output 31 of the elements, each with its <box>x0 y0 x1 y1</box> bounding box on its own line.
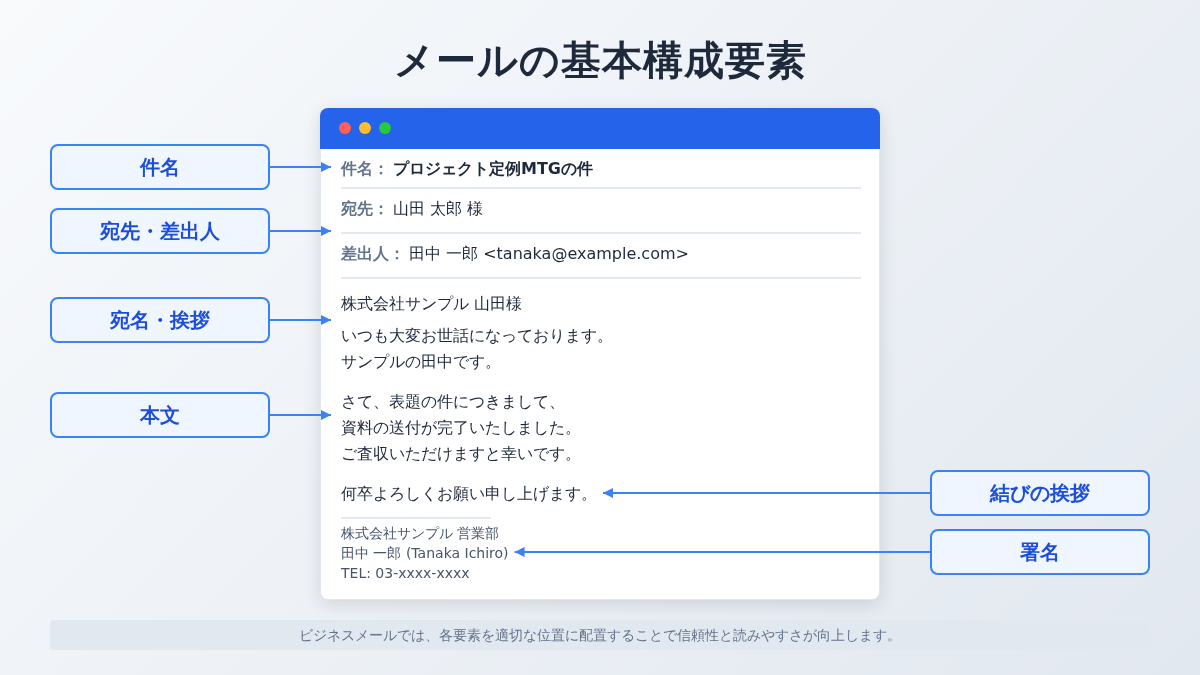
callout-box: 署名 <box>930 529 1150 575</box>
signature-text: 田中 一郎 (Tanaka Ichiro) <box>341 544 509 563</box>
caption-text: ビジネスメールでは、各要素を適切な位置に配置することで信頼性と読みやすさが向上します。 <box>299 626 901 644</box>
diagram-title: メールの基本構成要素 <box>393 36 807 85</box>
callout-box: 本文 <box>50 392 270 438</box>
greeting-text: サンプルの田中です。 <box>341 351 501 373</box>
arrow <box>269 162 332 172</box>
signature-text: TEL: 03-xxxx-xxxx <box>341 564 470 583</box>
arrow <box>602 488 931 498</box>
arrow <box>269 226 332 236</box>
callout-box: 宛先・差出人 <box>50 208 270 254</box>
subject-text: プロジェクト定例MTGの件 <box>393 158 593 180</box>
field-label: 差出人： <box>341 244 405 265</box>
arrow <box>269 315 332 325</box>
closing-text: 何卒よろしくお願い申し上げます。 <box>341 483 597 505</box>
body-text: 資料の送付が完了いたしました。 <box>341 417 581 439</box>
greeting-text: いつも大変お世話になっております。 <box>341 325 613 347</box>
callout-box: 宛名・挨拶 <box>50 297 270 343</box>
body-text: ご査収いただけますと幸いです。 <box>341 443 581 465</box>
body-text: さて、表題の件につきまして、 <box>341 391 565 413</box>
field-label: 件名： <box>341 158 389 180</box>
callout-box: 結びの挨拶 <box>930 470 1150 516</box>
arrow <box>269 410 332 420</box>
callout-box: 件名 <box>50 144 270 190</box>
addressee-text: 株式会社サンプル 山田様 <box>341 293 523 315</box>
signature-text: 株式会社サンプル 営業部 <box>341 524 500 543</box>
recipient-text: 山田 太郎 様 <box>393 199 484 220</box>
field-label: 宛先： <box>341 199 389 220</box>
email-window <box>320 108 880 600</box>
sender-text: 田中 一郎 <tanaka@example.com> <box>409 244 689 265</box>
arrow <box>513 547 931 557</box>
